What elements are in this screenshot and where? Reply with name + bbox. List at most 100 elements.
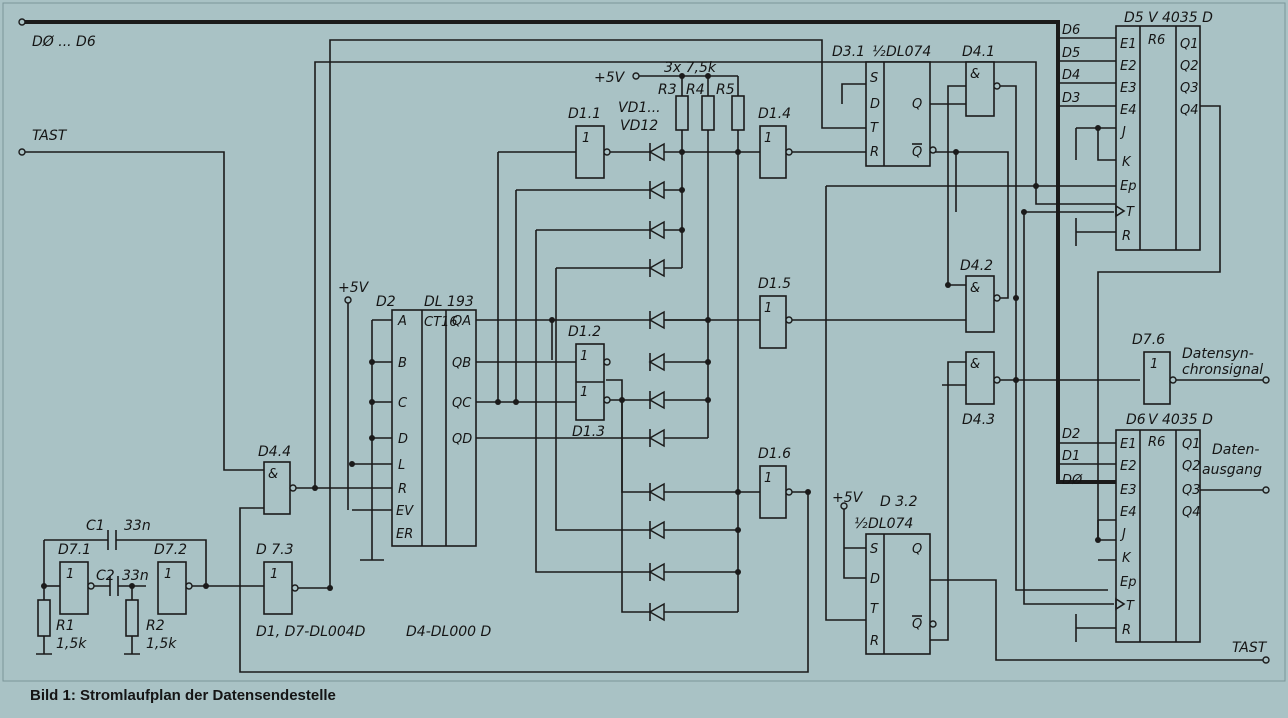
diode-4 [648, 258, 665, 278]
d6-bus-d0: DØ [1062, 473, 1083, 488]
d2-supply: +5V [338, 280, 370, 296]
d32-frac: ½ [854, 516, 868, 532]
diode-3 [648, 220, 665, 240]
d2-pin-qb: QB [452, 356, 471, 371]
d6-func: R6 [1148, 435, 1165, 450]
d31-pin-t: T [870, 121, 879, 136]
d6-pin-e2: E2 [1120, 459, 1137, 474]
d6-pin-j: J [1119, 527, 1126, 542]
gate-d14-label: D1.4 [758, 106, 791, 122]
resistor-header: 3x 7,5k [664, 60, 717, 76]
inverter-gates: D1.1 1 D1.4 1 D1.5 1 D1.2 D1.3 1 1 D1.6 … [58, 106, 1177, 615]
d31-type: DL074 [886, 44, 931, 60]
diode-9 [648, 482, 665, 502]
data-output-label-1: Daten- [1212, 442, 1259, 458]
d31-frac: ½ [872, 44, 886, 60]
gate-d41-label: D4.1 [962, 44, 995, 60]
gate-d72-label: D7.2 [154, 542, 187, 558]
gate-d72-sym: 1 [164, 567, 172, 582]
d2-pin-qc: QC [452, 396, 472, 411]
d6-pin-q2: Q2 [1182, 459, 1201, 474]
gate-d15-label: D1.5 [758, 276, 791, 292]
d32-name: D 3.2 [880, 494, 918, 510]
d31-pin-r: R [870, 145, 879, 160]
gate-d44-sym: & [268, 467, 278, 482]
d2-pin-d: D [398, 432, 408, 447]
gate-d71-label: D7.1 [58, 542, 91, 558]
bus-label: DØ ... D6 [32, 34, 96, 50]
resistor-array: +5V 3x 7,5k R3 R4 R5 VD1... VD12 [594, 60, 745, 134]
d6-pin-e3: E3 [1120, 483, 1137, 498]
d2-pin-c: C [398, 396, 408, 411]
d6-pin-q4: Q4 [1182, 505, 1201, 520]
data-output-label-2: ausgang [1202, 462, 1262, 478]
gate-d12-label: D1.2 [568, 324, 601, 340]
gate-d73-label: D 7.3 [256, 542, 294, 558]
r2-value: 1,5k [146, 636, 177, 652]
diode-matrix [648, 142, 665, 622]
d5-pin-k: K [1122, 155, 1132, 170]
gate-d15-sym: 1 [764, 301, 772, 316]
c1-value: 33n [124, 518, 151, 534]
d6-pin-ep: Ep [1120, 575, 1136, 590]
junctions [41, 73, 1101, 591]
d5-pin-e3: E3 [1120, 81, 1137, 96]
d5-bus-d4: D4 [1062, 68, 1080, 83]
d31-pin-qn: Q [912, 145, 922, 160]
d6-bus-d2: D2 [1062, 427, 1080, 442]
d5-pin-q1: Q1 [1180, 37, 1199, 52]
types-note: D1, D7-DL004D [256, 624, 366, 640]
resistor-r3: R3 [658, 82, 677, 98]
shift-register-d6: D6 V 4035 D R6 E1 E2 E3 E4 J K Ep T R Q1… [1062, 412, 1213, 643]
gate-d12-sym: 1 [580, 349, 588, 364]
d2-type: DL 193 [424, 294, 474, 310]
d5-func: R6 [1148, 33, 1165, 48]
d31-name: D3.1 [832, 44, 865, 60]
diode-12 [648, 602, 665, 622]
types-note-2: D4-DL000 D [406, 624, 491, 640]
tast-output-label: TAST [1232, 640, 1268, 656]
d6-pin-r: R [1122, 623, 1131, 638]
d32-pin-d: D [870, 572, 880, 587]
c2-value: 33n [122, 568, 149, 584]
c1-label: C1 [86, 518, 105, 534]
shift-register-d5: D5 V 4035 D R6 E1 E2 E3 E4 J K Ep T R Q1… [1062, 10, 1213, 251]
d5-bus-d5: D5 [1062, 46, 1080, 61]
d32-pin-r: R [870, 634, 879, 649]
sync-output-label-2: chronsignal [1182, 362, 1263, 378]
gate-d71-sym: 1 [66, 567, 74, 582]
gate-d14-sym: 1 [764, 131, 772, 146]
d2-pin-a: A [397, 314, 407, 329]
d6-pin-e1: E1 [1120, 437, 1137, 452]
d5-pin-ep: Ep [1120, 179, 1136, 194]
gate-d43-sym: & [970, 357, 980, 372]
wiring [18, 18, 1270, 673]
gate-d44-label: D4.4 [258, 444, 291, 460]
resistor-supply: +5V [594, 70, 626, 86]
gate-d41-sym: & [970, 67, 980, 82]
diodes-label-2: VD12 [620, 118, 658, 134]
r1-label: R1 [56, 618, 75, 634]
d32-type: DL074 [868, 516, 913, 532]
d5-bus-d3: D3 [1062, 91, 1080, 106]
gate-d11-sym: 1 [582, 131, 590, 146]
d6-pin-k: K [1122, 551, 1132, 566]
gate-d76-sym: 1 [1150, 357, 1158, 372]
r1-value: 1,5k [56, 636, 87, 652]
gate-d73-sym: 1 [270, 567, 278, 582]
image-frame [2, 2, 1286, 682]
tast-input-label: TAST [32, 128, 68, 144]
d5-type: V 4035 D [1148, 10, 1213, 26]
d5-pin-q3: Q3 [1180, 81, 1199, 96]
d2-pin-qd: QD [452, 432, 472, 447]
d2-pin-l: L [398, 458, 405, 473]
oscillator-rc: C1 33n C2 33n R1 1,5k R2 1,5k [37, 518, 177, 652]
diode-7 [648, 390, 665, 410]
d2-name: D2 [376, 294, 396, 310]
diodes-label-1: VD1... [618, 100, 661, 116]
d6-name: D6 [1126, 412, 1146, 428]
d5-bus-d6: D6 [1062, 23, 1080, 38]
d2-pin-r: R [398, 482, 407, 497]
d5-pin-e4: E4 [1120, 103, 1137, 118]
